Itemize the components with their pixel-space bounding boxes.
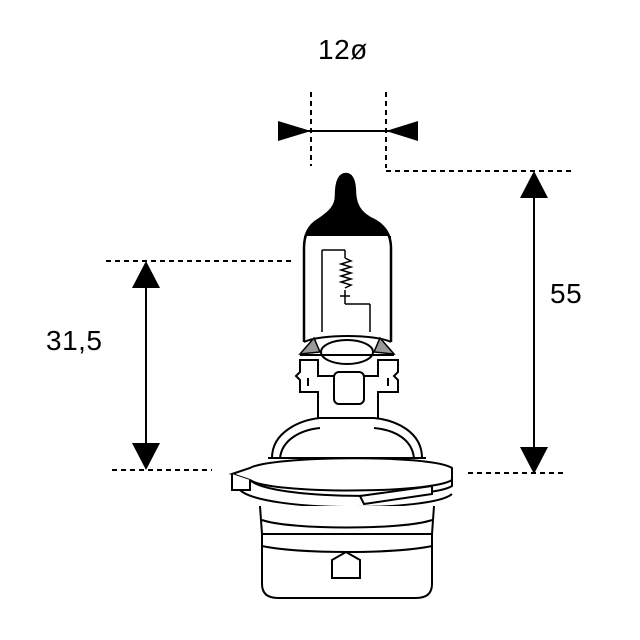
holder-window (333, 371, 365, 405)
arrowhead-right-icon (386, 121, 418, 141)
overall-height-dimension (386, 170, 572, 474)
arrowhead-down-icon (520, 447, 548, 474)
base-flange (228, 457, 453, 508)
arrowhead-up-icon (520, 171, 548, 198)
filament-height-label: 31,5 (46, 325, 103, 356)
filament (321, 249, 371, 332)
connector (261, 533, 433, 599)
base-neck (259, 505, 435, 535)
base-dome (268, 417, 426, 459)
diameter-label: 12ø (318, 34, 368, 65)
connector-key (331, 550, 361, 579)
glass-bulb (302, 172, 393, 342)
arrowhead-left-icon (278, 121, 311, 141)
arrowhead-up-icon (132, 261, 160, 288)
bulb-collar (298, 335, 396, 365)
flange-tab (358, 484, 433, 506)
arrowhead-down-icon (132, 443, 160, 470)
filament-height-dimension (106, 260, 292, 471)
diameter-dimension (278, 92, 418, 168)
overall-height-label: 55 (550, 278, 583, 309)
